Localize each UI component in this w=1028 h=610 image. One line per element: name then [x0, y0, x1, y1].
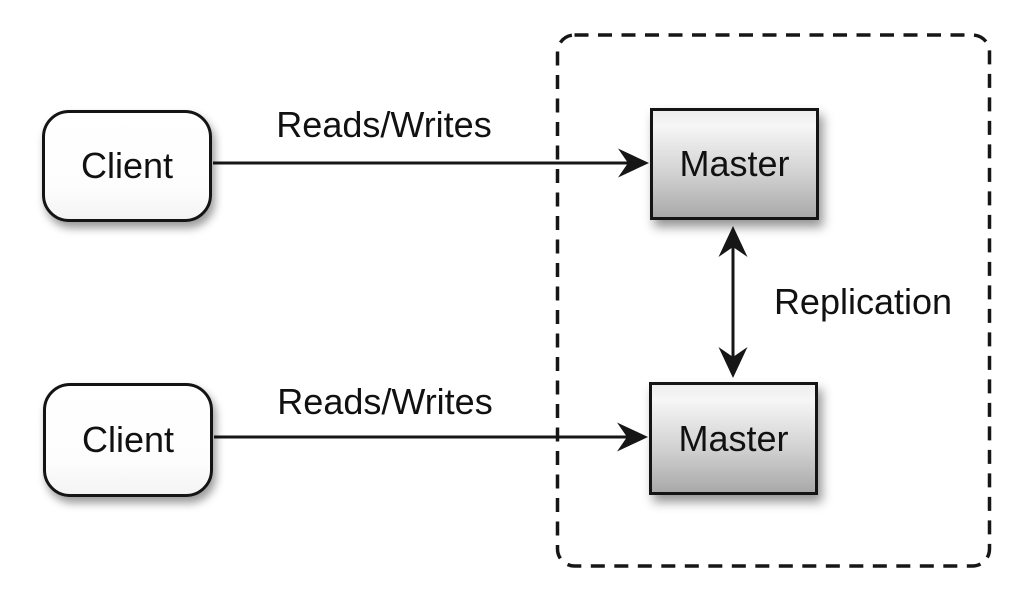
node-client-bottom: Client: [43, 383, 213, 497]
arrowhead-down-icon: [718, 347, 748, 378]
node-client-top-label: Client: [80, 145, 174, 186]
edge-label-reads-writes-top: Reads/Writes: [276, 104, 492, 145]
node-master-top: Master: [650, 108, 819, 220]
edge-label-replication: Replication: [773, 281, 953, 322]
arrowhead-right-icon: [617, 422, 648, 452]
node-client-top: Client: [42, 110, 212, 222]
edge-replication-arrow: [718, 226, 748, 378]
arrowhead-right-icon: [618, 148, 649, 178]
edge-reads-writes-bottom-arrow: [214, 422, 648, 452]
edge-label-reads-writes-bottom: Reads/Writes: [277, 381, 493, 422]
node-master-bottom: Master: [649, 382, 818, 495]
node-client-bottom-label: Client: [81, 419, 175, 460]
arrowhead-up-icon: [718, 226, 748, 257]
node-master-top-label: Master: [679, 143, 790, 184]
edge-reads-writes-top-arrow: [213, 148, 649, 178]
node-master-bottom-label: Master: [678, 417, 789, 459]
